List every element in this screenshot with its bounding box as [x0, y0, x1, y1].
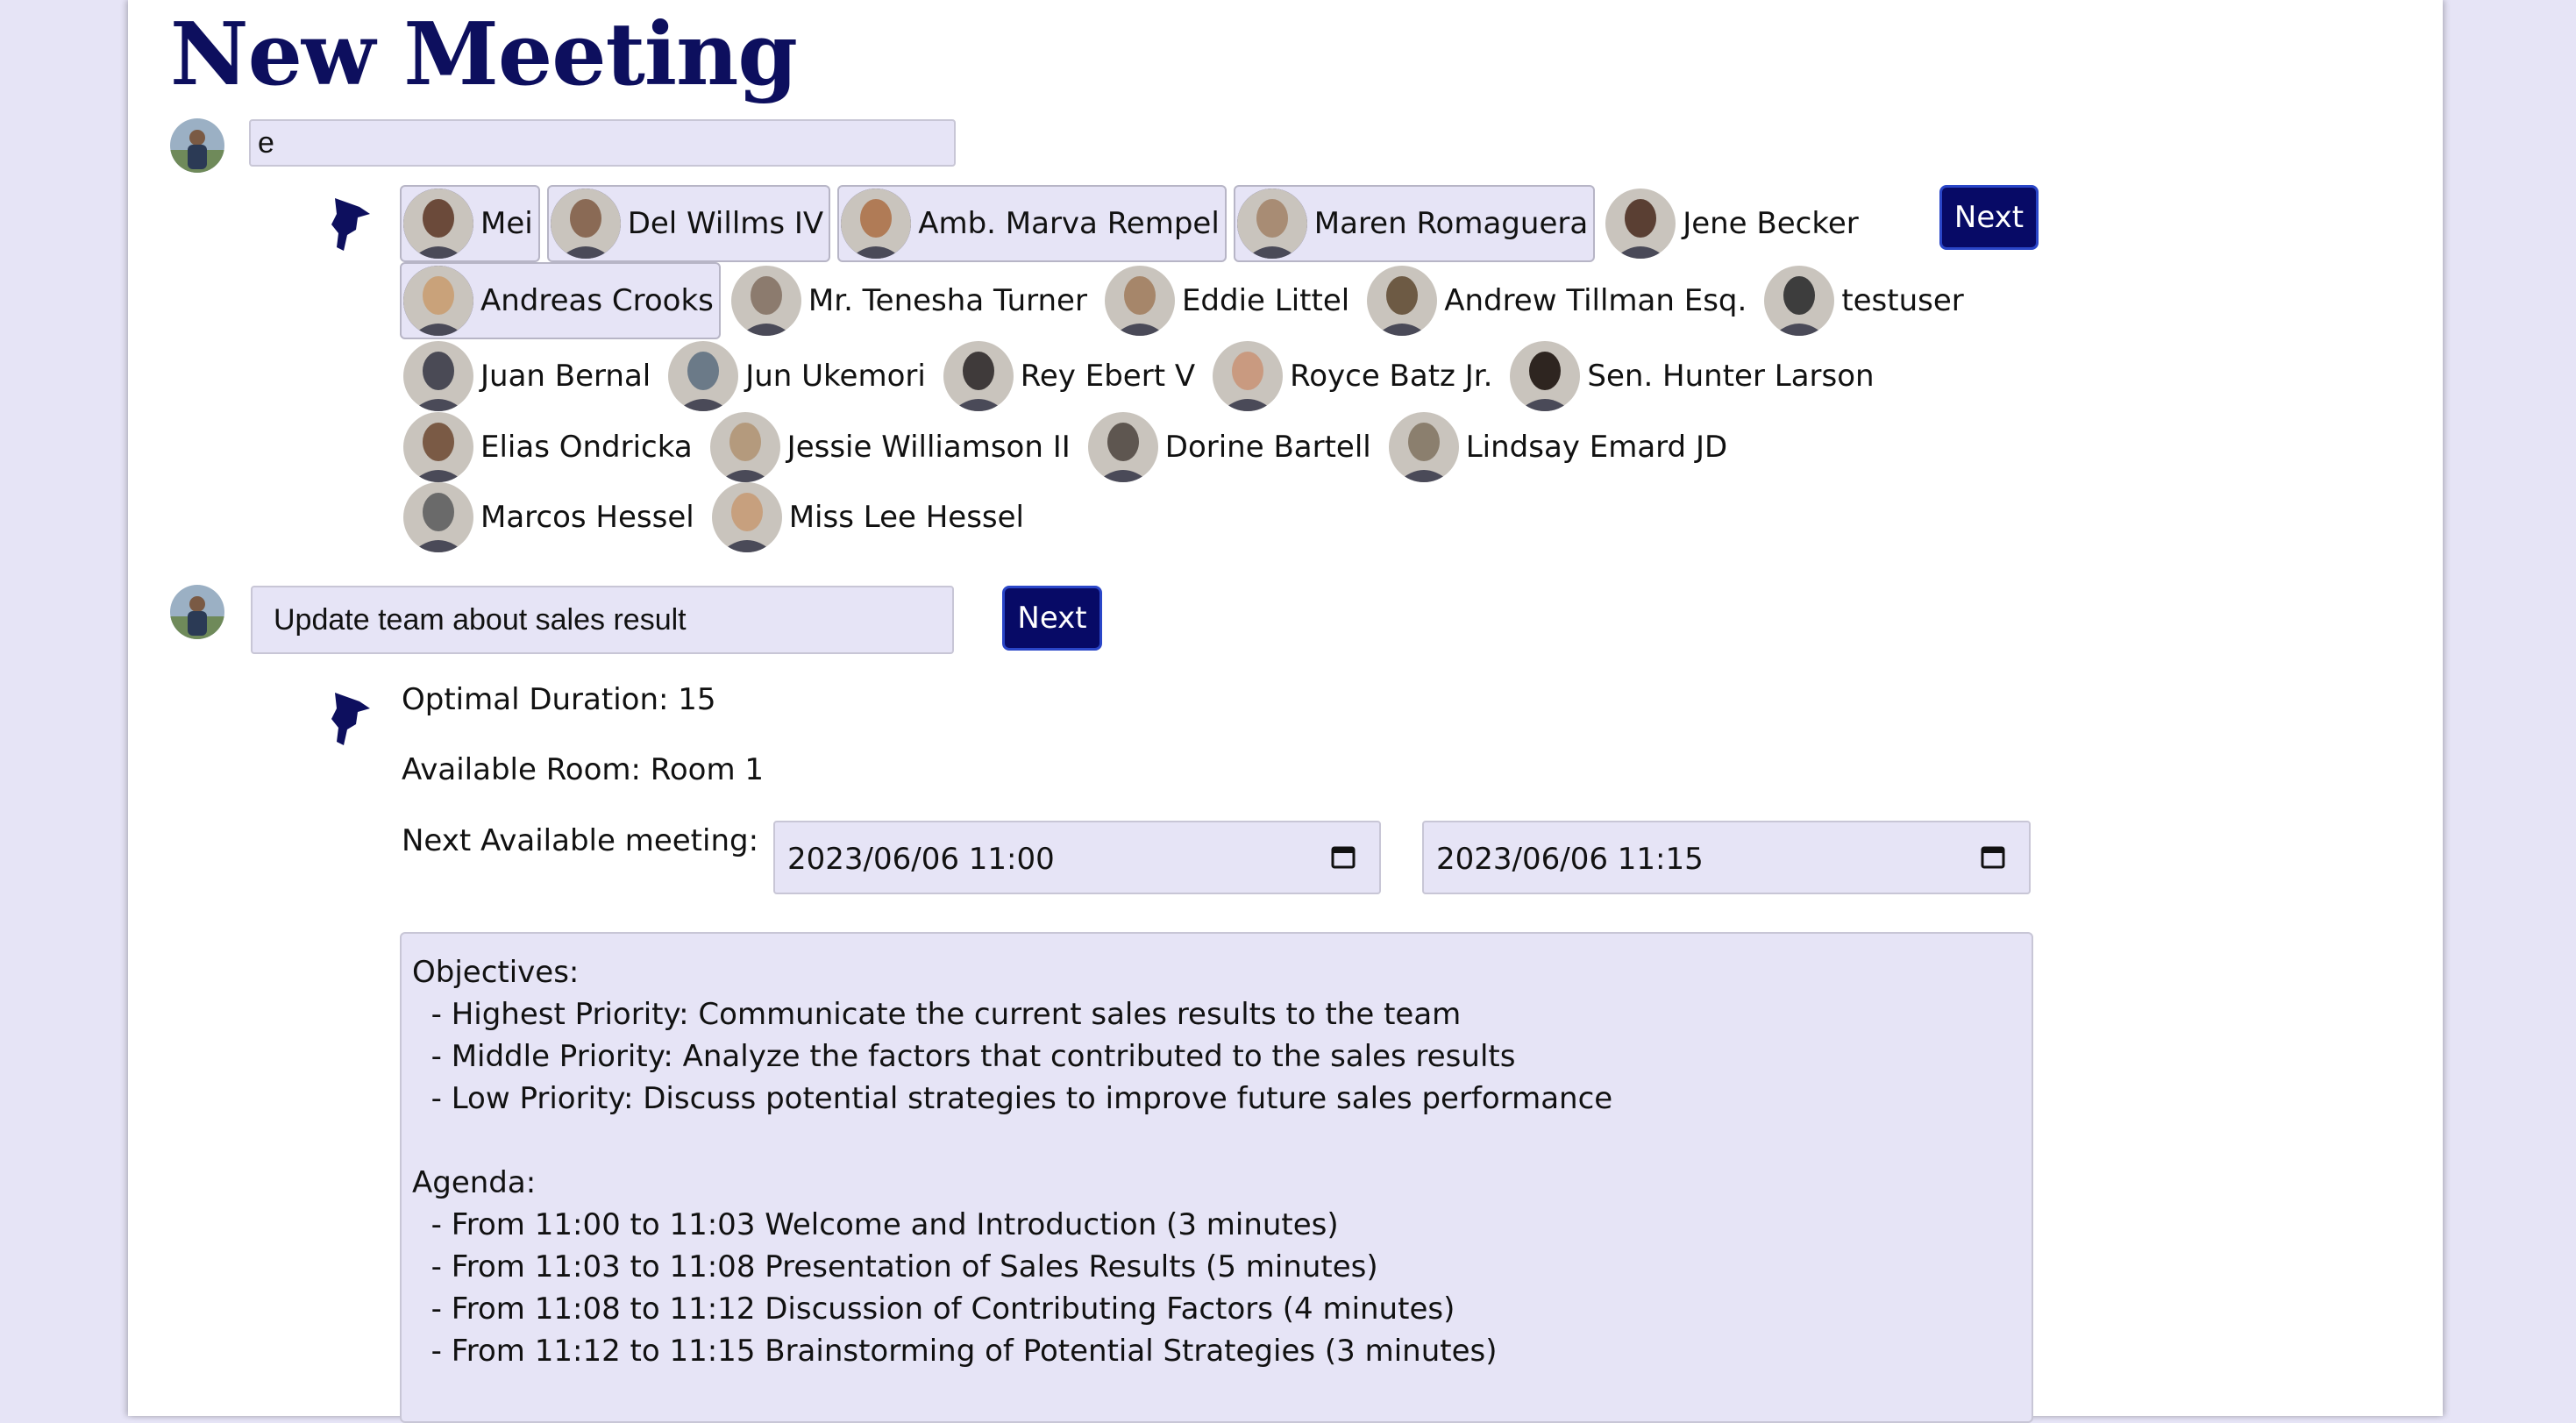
attendee-chip[interactable]: Juan Bernal [400, 338, 658, 415]
user-avatar-icon [170, 585, 224, 639]
attendee-name: Del Willms IV [627, 206, 824, 241]
next-available-label: Next Available meeting: [402, 823, 759, 858]
attendee-name: Sen. Hunter Larson [1587, 359, 1875, 394]
attendee-avatar [403, 266, 473, 336]
user-avatar-icon [170, 118, 224, 173]
meeting-details-textarea[interactable]: Objectives: - Highest Priority: Communic… [400, 932, 2033, 1423]
end-datetime-input[interactable]: 2023/06/06 11:15 [1422, 821, 2031, 894]
attendee-chip[interactable]: Jene Becker [1602, 185, 1866, 262]
attendee-avatar [1388, 412, 1459, 482]
attendee-chip[interactable]: Amb. Marva Rempel [837, 185, 1227, 262]
attendee-avatar [1605, 189, 1676, 259]
attendee-avatar [1236, 189, 1307, 259]
attendee-name: Mei [480, 206, 533, 241]
attendee-chip[interactable]: Marcos Hessel [400, 479, 701, 556]
attendee-avatar [403, 412, 473, 482]
calendar-icon[interactable] [1330, 843, 1356, 870]
attendee-name: testuser [1841, 283, 1964, 318]
attendee-avatar [711, 482, 782, 552]
attendee-chip[interactable]: testuser [1761, 262, 1970, 339]
attendee-chip[interactable]: Maren Romaguera [1233, 185, 1596, 262]
attendee-avatar [403, 482, 473, 552]
attendees-next-button[interactable]: Next [1939, 185, 2039, 250]
attendee-name: Juan Bernal [480, 359, 651, 394]
attendee-avatar [1367, 266, 1438, 336]
attendee-avatar [1213, 341, 1284, 411]
optimal-duration-text: Optimal Duration: 15 [402, 682, 716, 717]
attendee-avatar [709, 412, 780, 482]
attendee-chip[interactable]: Mei [400, 185, 540, 262]
attendee-search-input[interactable] [249, 119, 956, 167]
attendee-chip[interactable]: Andreas Crooks [400, 262, 721, 339]
attendee-chip[interactable]: Jun Ukemori [665, 338, 933, 415]
attendee-avatar [730, 266, 801, 336]
attendee-name: Dorine Bartell [1164, 430, 1371, 465]
attendee-name: Lindsay Emard JD [1465, 430, 1728, 465]
attendee-avatar [403, 189, 473, 259]
attendee-chip[interactable]: Royce Batz Jr. [1209, 338, 1499, 415]
attendee-chip[interactable]: Jessie Williamson II [707, 409, 1078, 486]
attendee-avatar [1764, 266, 1835, 336]
attendee-row: Andreas Crooks Mr. Tenesha Turner Eddie Li… [400, 262, 1978, 339]
attendee-name: Amb. Marva Rempel [918, 206, 1220, 241]
attendee-row: Elias Ondricka Jessie Williamson II Dorine… [400, 409, 1741, 486]
attendee-chip[interactable]: Dorine Bartell [1085, 409, 1378, 486]
attendee-avatar [841, 189, 912, 259]
attendee-chip[interactable]: Sen. Hunter Larson [1506, 338, 1881, 415]
start-datetime-input[interactable]: 2023/06/06 11:00 [773, 821, 1381, 894]
end-datetime-value: 2023/06/06 11:15 [1436, 842, 1704, 877]
topic-next-button[interactable]: Next [1002, 586, 1102, 651]
attendee-name: Jun Ukemori [745, 359, 926, 394]
attendee-chip[interactable]: Miss Lee Hessel [708, 479, 1031, 556]
attendee-name: Rey Ebert V [1020, 359, 1196, 394]
attendee-chip[interactable]: Mr. Tenesha Turner [728, 262, 1094, 339]
attendee-row: Mei Del Willms IV Amb. Marva Rempel Maren R… [400, 185, 1873, 262]
assistant-icon [331, 198, 370, 251]
attendee-chip[interactable]: Rey Ebert V [940, 338, 1202, 415]
attendee-name: Marcos Hessel [480, 500, 694, 535]
attendee-name: Mr. Tenesha Turner [808, 283, 1087, 318]
meeting-topic-input[interactable] [251, 586, 954, 654]
attendee-name: Eddie Littel [1181, 283, 1350, 318]
start-datetime-value: 2023/06/06 11:00 [787, 842, 1055, 877]
attendee-avatar [668, 341, 739, 411]
attendee-name: Miss Lee Hessel [788, 500, 1024, 535]
attendee-row: Marcos Hessel Miss Lee Hessel [400, 479, 1038, 556]
attendee-avatar [1510, 341, 1581, 411]
attendee-chip[interactable]: Eddie Littel [1101, 262, 1356, 339]
available-room-text: Available Room: Room 1 [402, 752, 765, 787]
attendee-row: Juan Bernal Jun Ukemori Rey Ebert V Royce B… [400, 338, 1889, 415]
attendee-chip[interactable]: Lindsay Emard JD [1385, 409, 1734, 486]
attendee-name: Andrew Tillman Esq. [1444, 283, 1747, 318]
attendee-chip[interactable]: Del Willms IV [546, 185, 831, 262]
attendee-name: Royce Batz Jr. [1290, 359, 1493, 394]
attendee-chip[interactable]: Elias Ondricka [400, 409, 700, 486]
attendee-avatar [1087, 412, 1158, 482]
attendee-name: Jene Becker [1683, 206, 1859, 241]
attendee-name: Elias Ondricka [480, 430, 693, 465]
attendee-name: Maren Romaguera [1313, 206, 1589, 241]
attendee-avatar [1104, 266, 1175, 336]
attendee-avatar [550, 189, 621, 259]
page-title: New Meeting [170, 4, 798, 105]
attendee-name: Andreas Crooks [480, 283, 714, 318]
attendee-chip[interactable]: Andrew Tillman Esq. [1363, 262, 1754, 339]
assistant-icon [331, 693, 370, 745]
calendar-icon[interactable] [1980, 843, 2006, 870]
attendee-avatar [943, 341, 1014, 411]
attendee-avatar [403, 341, 473, 411]
attendee-name: Jessie Williamson II [786, 430, 1071, 465]
